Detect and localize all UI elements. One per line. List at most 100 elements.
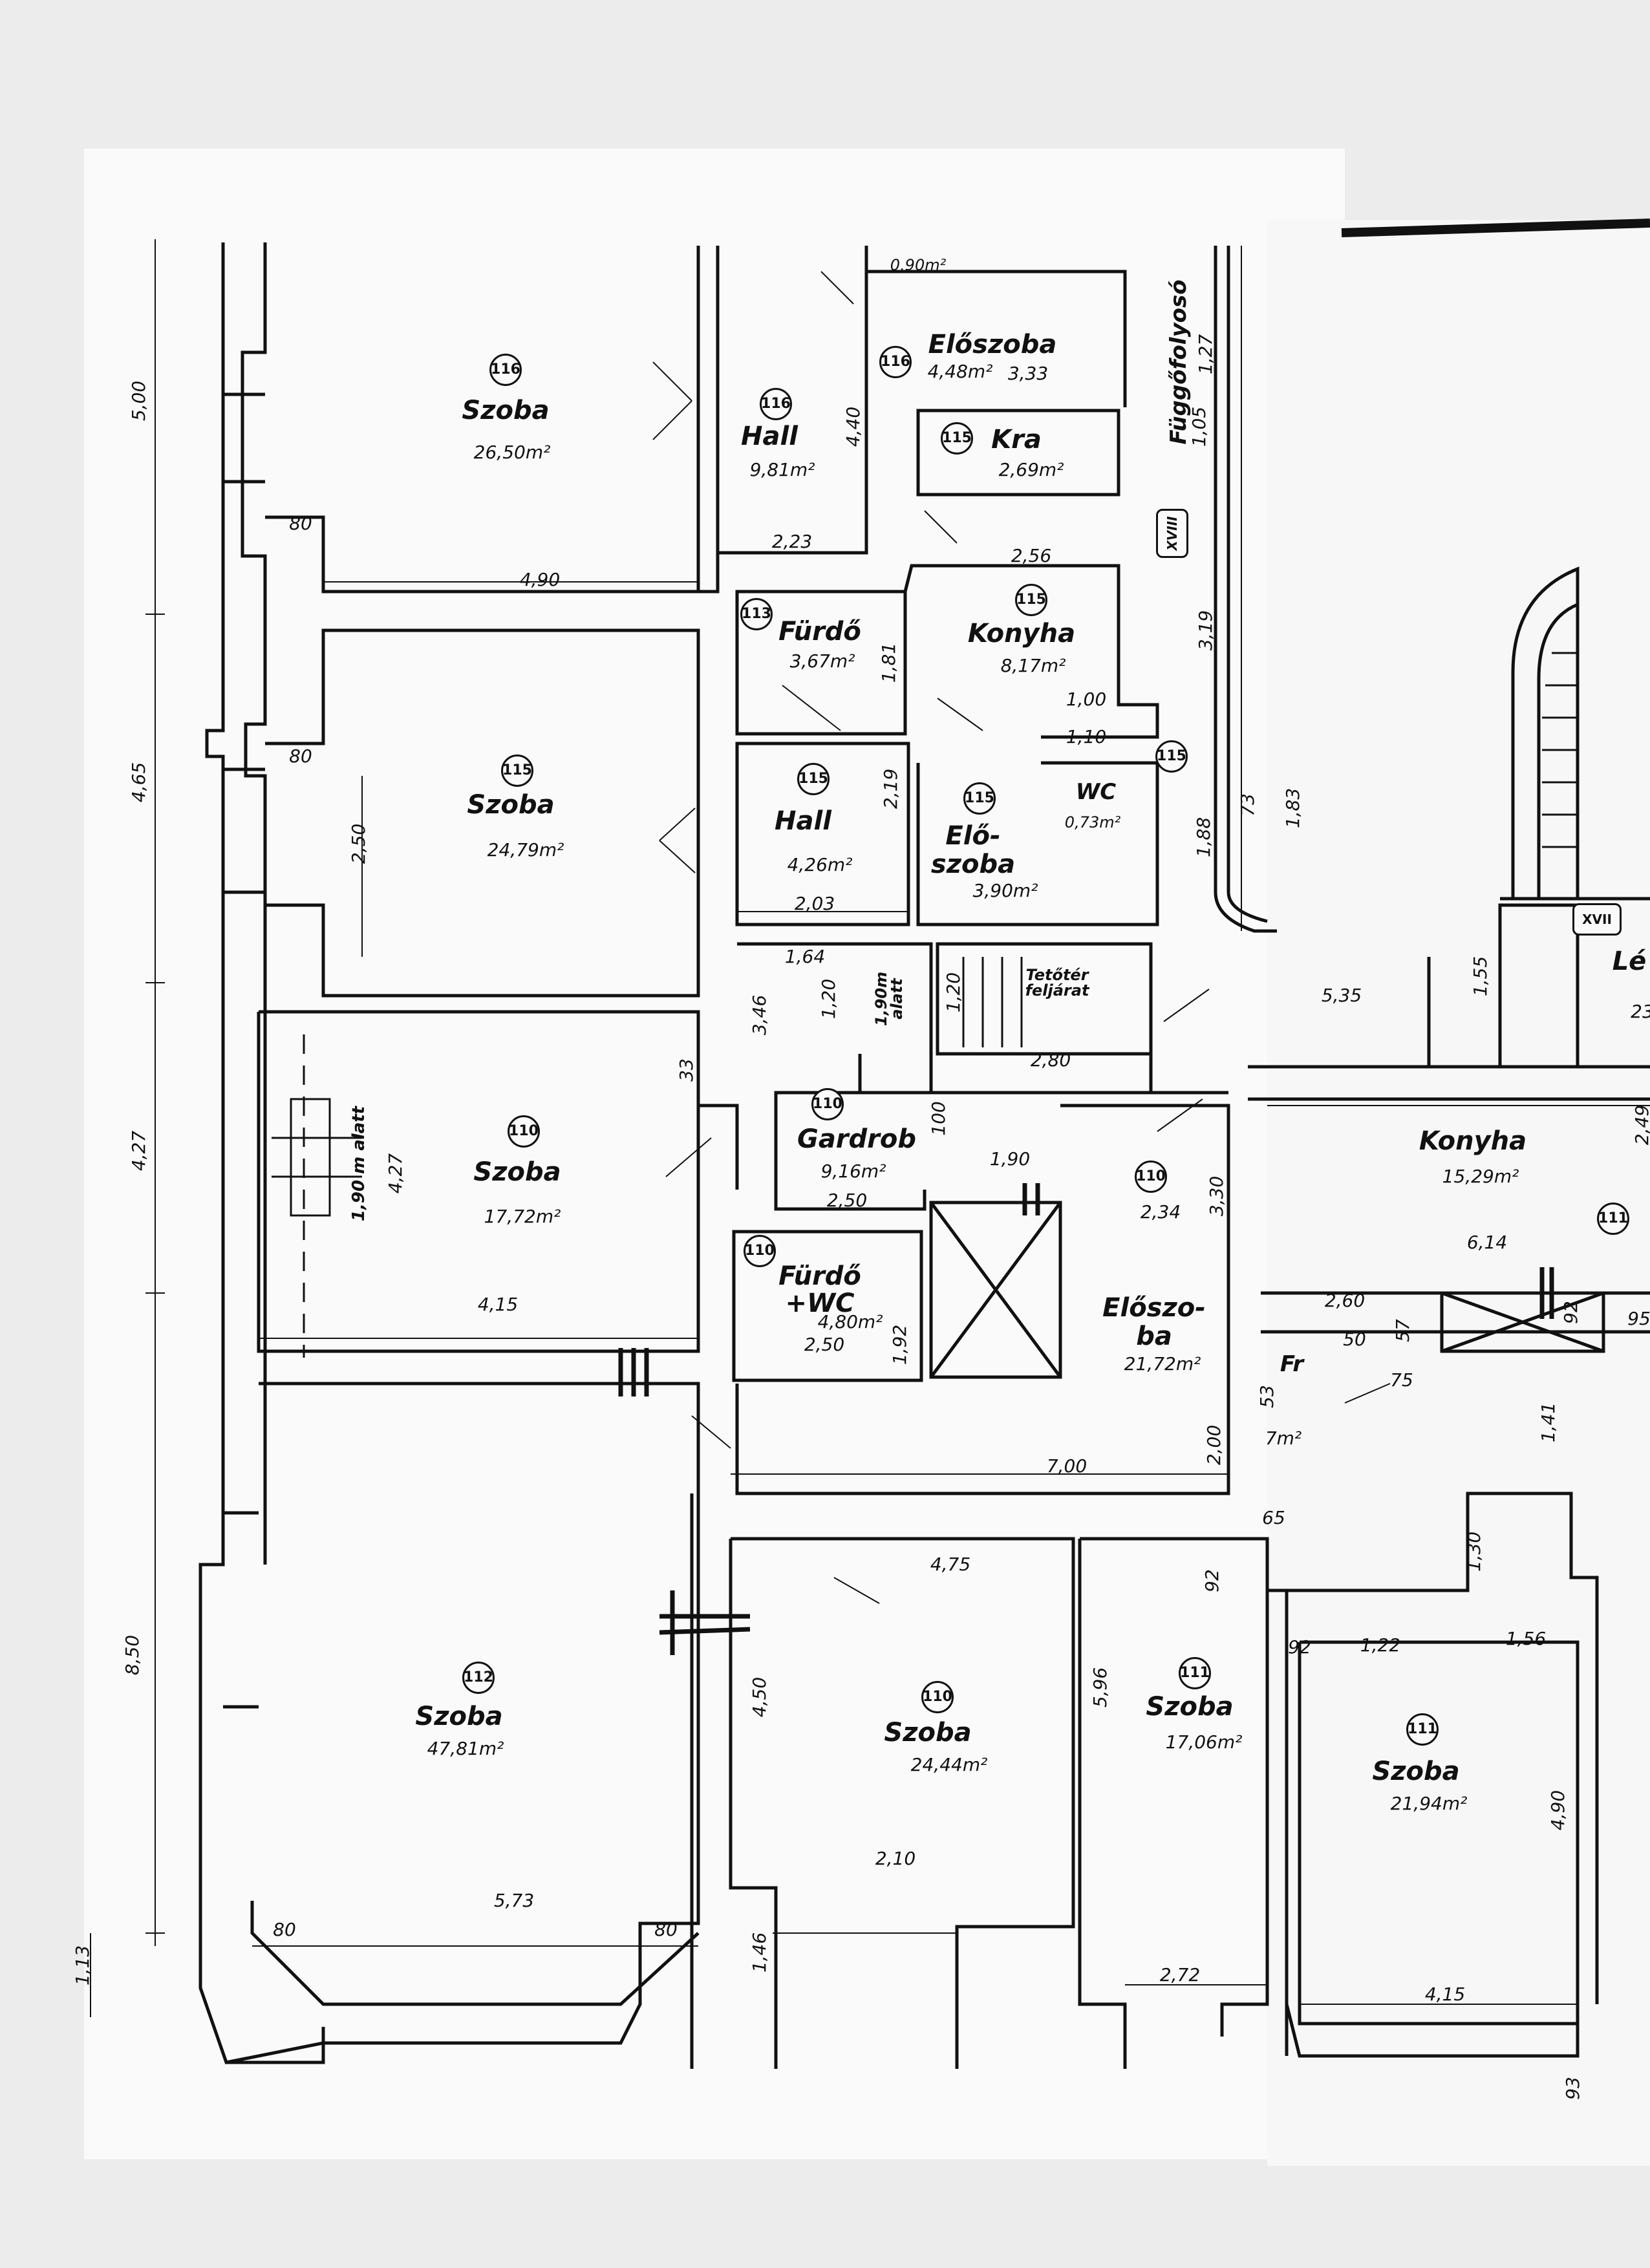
room-number-badge: 115 xyxy=(1015,584,1047,616)
room-area: 4,80m² xyxy=(817,1311,883,1332)
paper-sheet-right xyxy=(1267,220,1650,2166)
room-area: 2,69m² xyxy=(998,459,1064,480)
room-area: 15,29m² xyxy=(1442,1166,1519,1187)
sheet-edge-line xyxy=(1341,219,1650,237)
dim-label: 92 xyxy=(1560,1301,1581,1324)
dim-label: 2,23 xyxy=(771,531,813,552)
dim-label: 5,00 xyxy=(128,380,149,422)
room-area: 8,17m² xyxy=(1000,655,1066,676)
dim-label: 2,03 xyxy=(794,893,835,914)
room-label-le: Lé xyxy=(1612,947,1647,976)
dim-label: 1,90 xyxy=(989,1148,1031,1170)
dim-label: 4,50 xyxy=(749,1676,770,1718)
room-name: Kra xyxy=(991,425,1042,455)
room-area: 26,50m² xyxy=(473,442,551,463)
dim-label: 5,73 xyxy=(493,1890,535,1911)
area-label-23: 23 xyxy=(1631,1001,1650,1022)
dim-label: 4,15 xyxy=(477,1294,519,1315)
room-number-badge: 115 xyxy=(797,763,830,795)
room-area: 0,73m² xyxy=(1064,813,1121,831)
dim-label: 1,88 xyxy=(1193,817,1214,858)
dim-label: 80 xyxy=(654,1919,678,1940)
dim-label: 3,30 xyxy=(1206,1175,1227,1217)
room-name: Konyha xyxy=(1419,1126,1527,1156)
dim-label: 4,90 xyxy=(1547,1790,1569,1831)
walls xyxy=(198,242,1650,2069)
room-number-badge: 116 xyxy=(760,388,792,420)
dim-label: 2,72 xyxy=(1159,1964,1201,1985)
stair-marker-xvii: XVII xyxy=(1572,903,1622,936)
door-swings xyxy=(652,271,1391,1604)
room-number-badge: 115 xyxy=(501,754,533,787)
dim-label: 100 xyxy=(928,1101,949,1136)
room-area: 17,06m² xyxy=(1165,1731,1243,1753)
dim-label: 2,19 xyxy=(880,768,901,809)
dim-label: 1,41 xyxy=(1538,1402,1559,1443)
room-area: 24,44m² xyxy=(910,1754,988,1775)
dim-label: 3,19 xyxy=(1195,610,1216,651)
room-area: 4,48m² xyxy=(927,361,993,382)
paper-sheet-left xyxy=(84,149,1345,2159)
dim-label: 4,40 xyxy=(842,406,864,447)
room-name: Szoba xyxy=(473,1157,561,1187)
dim-label: 2,80 xyxy=(1030,1049,1071,1071)
area-label-95: 95 xyxy=(1627,1308,1650,1329)
room-number-badge: 110 xyxy=(744,1235,776,1267)
dim-label: 4,27 xyxy=(128,1130,149,1171)
dim-label: 1,92 xyxy=(889,1324,910,1365)
dim-label: 75 xyxy=(1390,1369,1413,1391)
room-area: 47,81m² xyxy=(427,1738,504,1759)
dim-label: 1,27 xyxy=(1195,334,1216,375)
room-name: WC xyxy=(1075,779,1117,805)
room-number-badge: 113 xyxy=(740,598,773,630)
stairs xyxy=(962,652,1578,1047)
dim-label: 92 xyxy=(1201,1569,1223,1592)
dim-label: 2,60 xyxy=(1324,1290,1366,1311)
dim-label: 2,56 xyxy=(1011,545,1052,566)
room-area: 24,79m² xyxy=(487,839,564,861)
dim-label: 1,64 xyxy=(784,946,826,967)
dim-label: 4,90 xyxy=(519,569,561,590)
dim-label: 65 xyxy=(1262,1507,1285,1528)
height-note-label-2: 1,90 m alatt xyxy=(349,1106,369,1222)
corridor-label-fuggofolyoso: Függőfolyosó xyxy=(1166,279,1192,445)
room-name: Fürdő +WC xyxy=(778,1261,861,1318)
dim-label: 92 xyxy=(1288,1636,1311,1658)
dim-label: 5,35 xyxy=(1321,985,1362,1006)
dim-label: 1,20 xyxy=(818,978,839,1020)
room-area: 21,72m² xyxy=(1124,1353,1201,1375)
dim-label: 1,10 xyxy=(1066,726,1107,747)
room-number-badge: 110 xyxy=(921,1681,954,1713)
dim-label: 93 xyxy=(1562,2077,1583,2100)
room-number-badge: 115 xyxy=(1155,740,1188,773)
room-name: Hall xyxy=(741,422,798,451)
dim-label: 1,00 xyxy=(1066,689,1107,710)
stair-marker-xviii: XVIII xyxy=(1156,509,1188,558)
dim-label: 2,50 xyxy=(348,823,369,864)
room-number-badge: 111 xyxy=(1597,1203,1629,1235)
dim-label: 80 xyxy=(289,745,312,767)
room-number-badge: 115 xyxy=(941,422,973,455)
dim-label: 2,50 xyxy=(826,1190,868,1211)
dim-label: 80 xyxy=(273,1919,296,1940)
dim-label: 6,14 xyxy=(1466,1232,1508,1253)
dim-label: 1,55 xyxy=(1470,956,1491,997)
dim-label: 4,15 xyxy=(1424,1984,1466,2005)
dim-label: 1,13 xyxy=(72,1945,93,1986)
dim-label: 80 xyxy=(289,513,312,534)
room-label-fr: Fr xyxy=(1280,1351,1304,1377)
dim-label: 2,50 xyxy=(804,1334,845,1355)
room-name: Konyha xyxy=(967,619,1076,648)
room-area: 17,72m² xyxy=(484,1206,561,1227)
room-name: Hall xyxy=(775,806,831,836)
dim-label: 73 xyxy=(1237,793,1258,817)
room-name: Előszoba xyxy=(928,330,1057,359)
room-name: Fürdő xyxy=(778,617,861,647)
dim-label: 3,46 xyxy=(749,994,770,1036)
room-number-badge: 110 xyxy=(508,1115,540,1148)
dim-label: 1,81 xyxy=(878,642,899,683)
dim-label: 4,65 xyxy=(128,762,149,803)
room-number-badge: 110 xyxy=(811,1088,844,1120)
room-number-badge: 115 xyxy=(963,782,996,815)
